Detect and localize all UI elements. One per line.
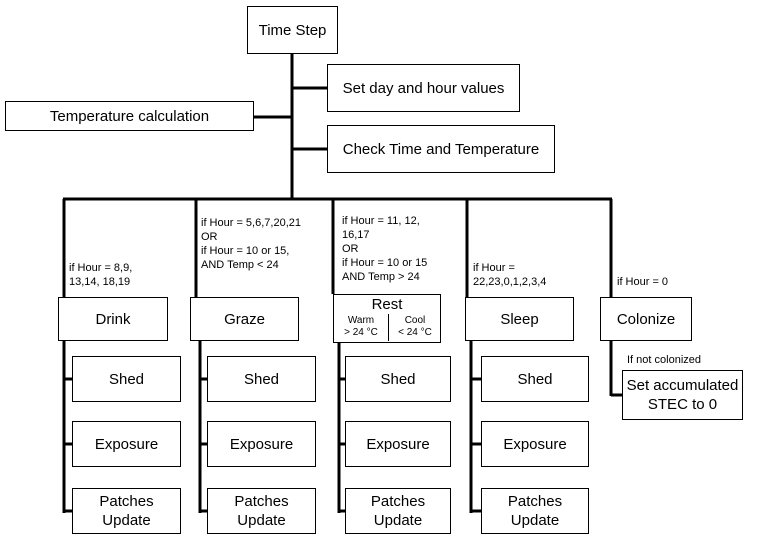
sleep-box: Sleep bbox=[465, 297, 574, 341]
not-colonized-condition: If not colonized bbox=[627, 354, 701, 366]
rest-exposure-box: Exposure bbox=[345, 421, 451, 467]
graze-exposure-box: Exposure bbox=[207, 421, 316, 467]
rest-box: Rest Warm > 24 °C Cool < 24 °C bbox=[333, 294, 441, 343]
check-time-temperature-box: Check Time and Temperature bbox=[327, 125, 555, 173]
set-accumulated-stec-box: Set accumulated STEC to 0 bbox=[622, 370, 743, 420]
rest-warm-label: Warm > 24 °C bbox=[344, 315, 378, 338]
sleep-shed-box: Shed bbox=[481, 356, 589, 402]
colonize-box: Colonize bbox=[600, 297, 692, 341]
temperature-calculation-box: Temperature calculation bbox=[5, 101, 254, 131]
drink-shed-box: Shed bbox=[72, 356, 181, 402]
set-day-hour-box: Set day and hour values bbox=[327, 64, 520, 112]
drink-patches-update-box: Patches Update bbox=[72, 488, 181, 534]
sleep-exposure-box: Exposure bbox=[481, 421, 589, 467]
graze-box: Graze bbox=[190, 297, 299, 341]
colonize-condition: if Hour = 0 bbox=[617, 276, 669, 288]
rest-cool-label: Cool < 24 °C bbox=[398, 315, 432, 338]
graze-patches-update-box: Patches Update bbox=[207, 488, 316, 534]
sleep-condition: if Hour = 22,23,0,1,2,3,4 bbox=[473, 262, 547, 288]
rest-label: Rest bbox=[371, 296, 403, 313]
graze-condition: if Hour = 5,6,7,20,21 OR if Hour = 10 or… bbox=[201, 217, 301, 271]
rest-divider bbox=[388, 314, 389, 341]
graze-shed-box: Shed bbox=[207, 356, 316, 402]
drink-condition: if Hour = 8,9, 13,14, 18,19 bbox=[69, 262, 133, 288]
drink-exposure-box: Exposure bbox=[72, 421, 181, 467]
drink-box: Drink bbox=[58, 297, 168, 341]
rest-patches-update-box: Patches Update bbox=[345, 488, 451, 534]
sleep-patches-update-box: Patches Update bbox=[481, 488, 589, 534]
rest-condition: if Hour = 11, 12, 16,17 OR if Hour = 10 … bbox=[342, 215, 428, 283]
time-step-box: Time Step bbox=[247, 6, 338, 54]
rest-shed-box: Shed bbox=[345, 356, 451, 402]
